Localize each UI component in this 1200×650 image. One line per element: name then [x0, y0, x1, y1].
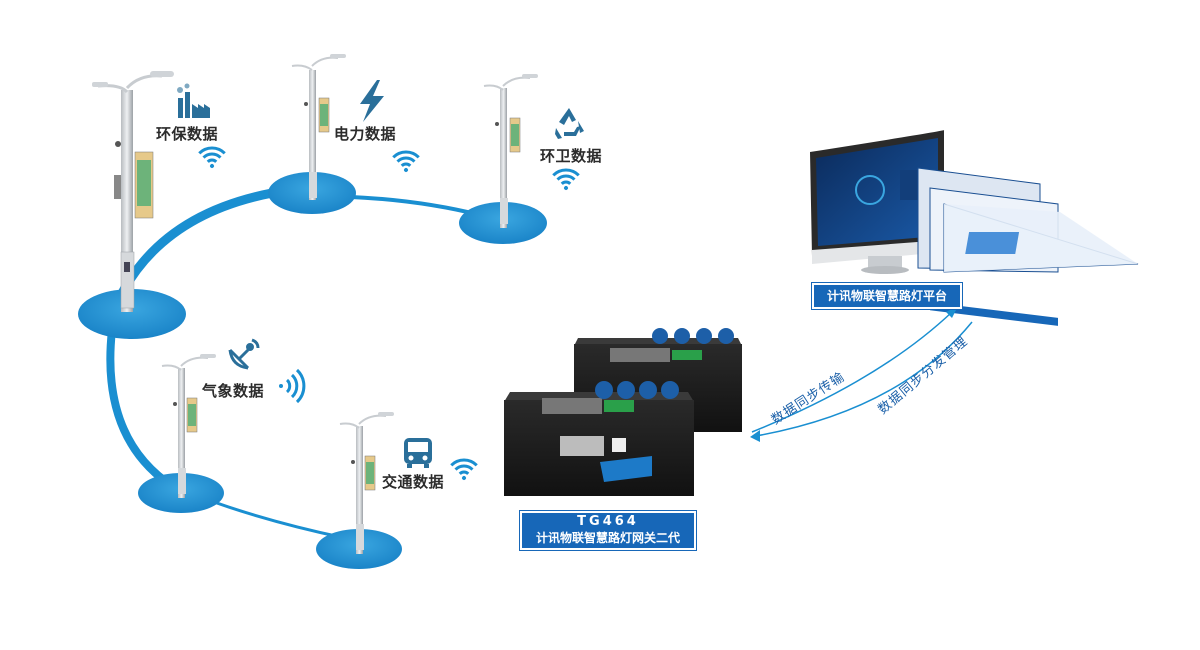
gateway-name: 计讯物联智慧路灯网关二代 — [535, 531, 680, 545]
upload-arrow-head — [946, 306, 958, 318]
smart-pole — [483, 74, 538, 228]
category-sanitation: 环卫数据 — [540, 147, 603, 165]
download-arrow — [755, 321, 973, 437]
smart-pole — [291, 54, 346, 200]
gateway-device — [504, 381, 694, 496]
category-power: 电力数据 — [334, 125, 397, 143]
satellite-dish-icon — [228, 338, 260, 370]
gateway-model: TG464 — [577, 514, 639, 529]
upload-arrow — [751, 311, 953, 433]
gateway-label: TG464 计讯物联智慧路灯网关二代 — [519, 510, 697, 551]
lightning-bolt-icon — [360, 80, 384, 122]
smart-pole — [161, 354, 216, 498]
connection-arc — [106, 326, 179, 492]
category-weather: 气象数据 — [202, 382, 265, 400]
download-arrow-head — [750, 430, 760, 442]
recycle-icon — [555, 108, 584, 139]
bus-icon — [404, 438, 432, 468]
wifi-signal-icon — [450, 458, 478, 480]
category-traffic: 交通数据 — [382, 473, 445, 491]
platform-disc — [78, 289, 186, 339]
wifi-signal-icon — [279, 368, 306, 404]
wifi-signal-icon — [392, 150, 420, 172]
dashboard-screen — [917, 167, 1139, 326]
factory-icon — [177, 83, 210, 118]
category-env: 环保数据 — [156, 125, 219, 143]
smart-pole — [339, 412, 394, 554]
platform-label: 计讯物联智慧路灯平台 — [811, 282, 963, 310]
wifi-signal-icon — [552, 168, 580, 190]
monitor — [810, 130, 945, 274]
smart-pole — [92, 71, 174, 312]
wifi-signal-icon — [198, 146, 226, 168]
